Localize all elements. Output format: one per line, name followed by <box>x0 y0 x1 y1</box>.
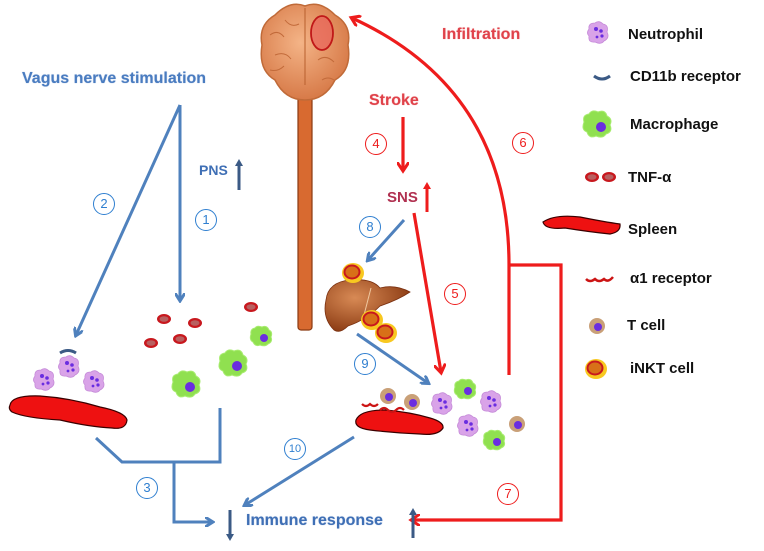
step-7-marker: 7 <box>497 483 519 505</box>
neutrophil-icon <box>33 368 55 391</box>
step-1-marker: 1 <box>195 209 217 231</box>
legend-label-tnf: TNF-α <box>628 169 672 186</box>
legend-tnf-alpha-icon <box>585 172 599 182</box>
legend-neutrophil-icon <box>587 21 609 44</box>
arrow-step-8 <box>368 218 406 260</box>
step-10-marker: 10 <box>284 438 306 460</box>
blue-pathway <box>76 104 428 522</box>
infiltration-label: Infiltration <box>442 26 521 43</box>
immune-down-arrow <box>226 510 234 541</box>
neutrophil-icon <box>457 414 479 437</box>
sns-label: SNS <box>387 189 418 206</box>
legend-macrophage-icon <box>582 110 612 138</box>
legend-alpha1-receptor-icon <box>585 276 614 283</box>
sns-up-arrow <box>423 182 431 212</box>
legend-t-cell-icon <box>589 318 605 334</box>
stroke-label: Stroke <box>369 92 419 109</box>
pns-up-arrow <box>235 159 243 190</box>
pns-label: PNS <box>199 162 228 178</box>
merge-line-step-3 <box>94 408 222 464</box>
t-cell-icon <box>380 388 396 404</box>
immune-response-label: Immune response <box>246 512 383 529</box>
legend-label-alpha1: α1 receptor <box>630 270 712 287</box>
red-pathway <box>352 18 563 520</box>
inkt-cell-icon <box>375 323 397 343</box>
alpha1-receptor-icon <box>361 402 405 414</box>
tnf-alpha-icon <box>244 302 258 312</box>
legend-tnf-alpha-icon <box>602 172 616 182</box>
legend-label-spleen: Spleen <box>628 221 678 238</box>
neutrophil-icon <box>58 355 80 378</box>
cd11b-receptor-icon <box>59 349 77 355</box>
spleen-icon <box>8 395 128 429</box>
tnf-alpha-icon <box>188 318 202 328</box>
arrow-step-2 <box>76 104 182 335</box>
neutrophil-icon <box>83 370 105 393</box>
legend-label-t-cell: T cell <box>627 317 666 334</box>
t-cell-icon <box>509 416 525 432</box>
vagus-nerve-stimulation-label: Vagus nerve stimulation <box>22 70 207 87</box>
macrophage-icon <box>453 378 477 400</box>
tnf-alpha-icon <box>157 314 171 324</box>
tnf-alpha-icon <box>173 334 187 344</box>
brain-icon <box>260 3 350 331</box>
legend-cd11b-receptor-icon <box>593 74 611 81</box>
t-cell-icon <box>404 394 420 410</box>
tnf-alpha-icon <box>144 338 158 348</box>
step-4-marker: 4 <box>365 133 387 155</box>
arrow-step-6-infiltration <box>352 18 511 375</box>
arrow-step-9 <box>356 332 428 383</box>
step-8-marker: 8 <box>359 216 381 238</box>
legend-spleen-icon <box>542 215 621 235</box>
arrow-step-7 <box>412 263 563 520</box>
inkt-cell-icon <box>342 263 364 283</box>
macrophage-icon <box>218 349 248 377</box>
arrow-step-3 <box>172 462 212 522</box>
neutrophil-icon <box>480 390 502 413</box>
arrow-step-5 <box>412 212 441 372</box>
macrophage-icon <box>482 429 506 451</box>
legend-label-cd11b: CD11b receptor <box>630 68 741 85</box>
macrophage-icon <box>171 370 201 398</box>
step-6-marker: 6 <box>512 132 534 154</box>
legend-inkt-cell-icon <box>585 359 607 379</box>
immune-up-arrow <box>409 508 417 538</box>
legend-label-macrophage: Macrophage <box>630 116 719 133</box>
legend-label-inkt: iNKT cell <box>630 360 695 377</box>
step-5-marker: 5 <box>444 283 466 305</box>
macrophage-icon <box>249 325 273 347</box>
step-9-marker: 9 <box>354 353 376 375</box>
step-3-marker: 3 <box>136 477 158 499</box>
legend-label-neutrophil: Neutrophil <box>628 26 703 43</box>
neutrophil-icon <box>431 392 453 415</box>
arrow-step-10 <box>245 435 355 505</box>
spleen-icon <box>355 409 444 435</box>
step-2-marker: 2 <box>93 193 115 215</box>
